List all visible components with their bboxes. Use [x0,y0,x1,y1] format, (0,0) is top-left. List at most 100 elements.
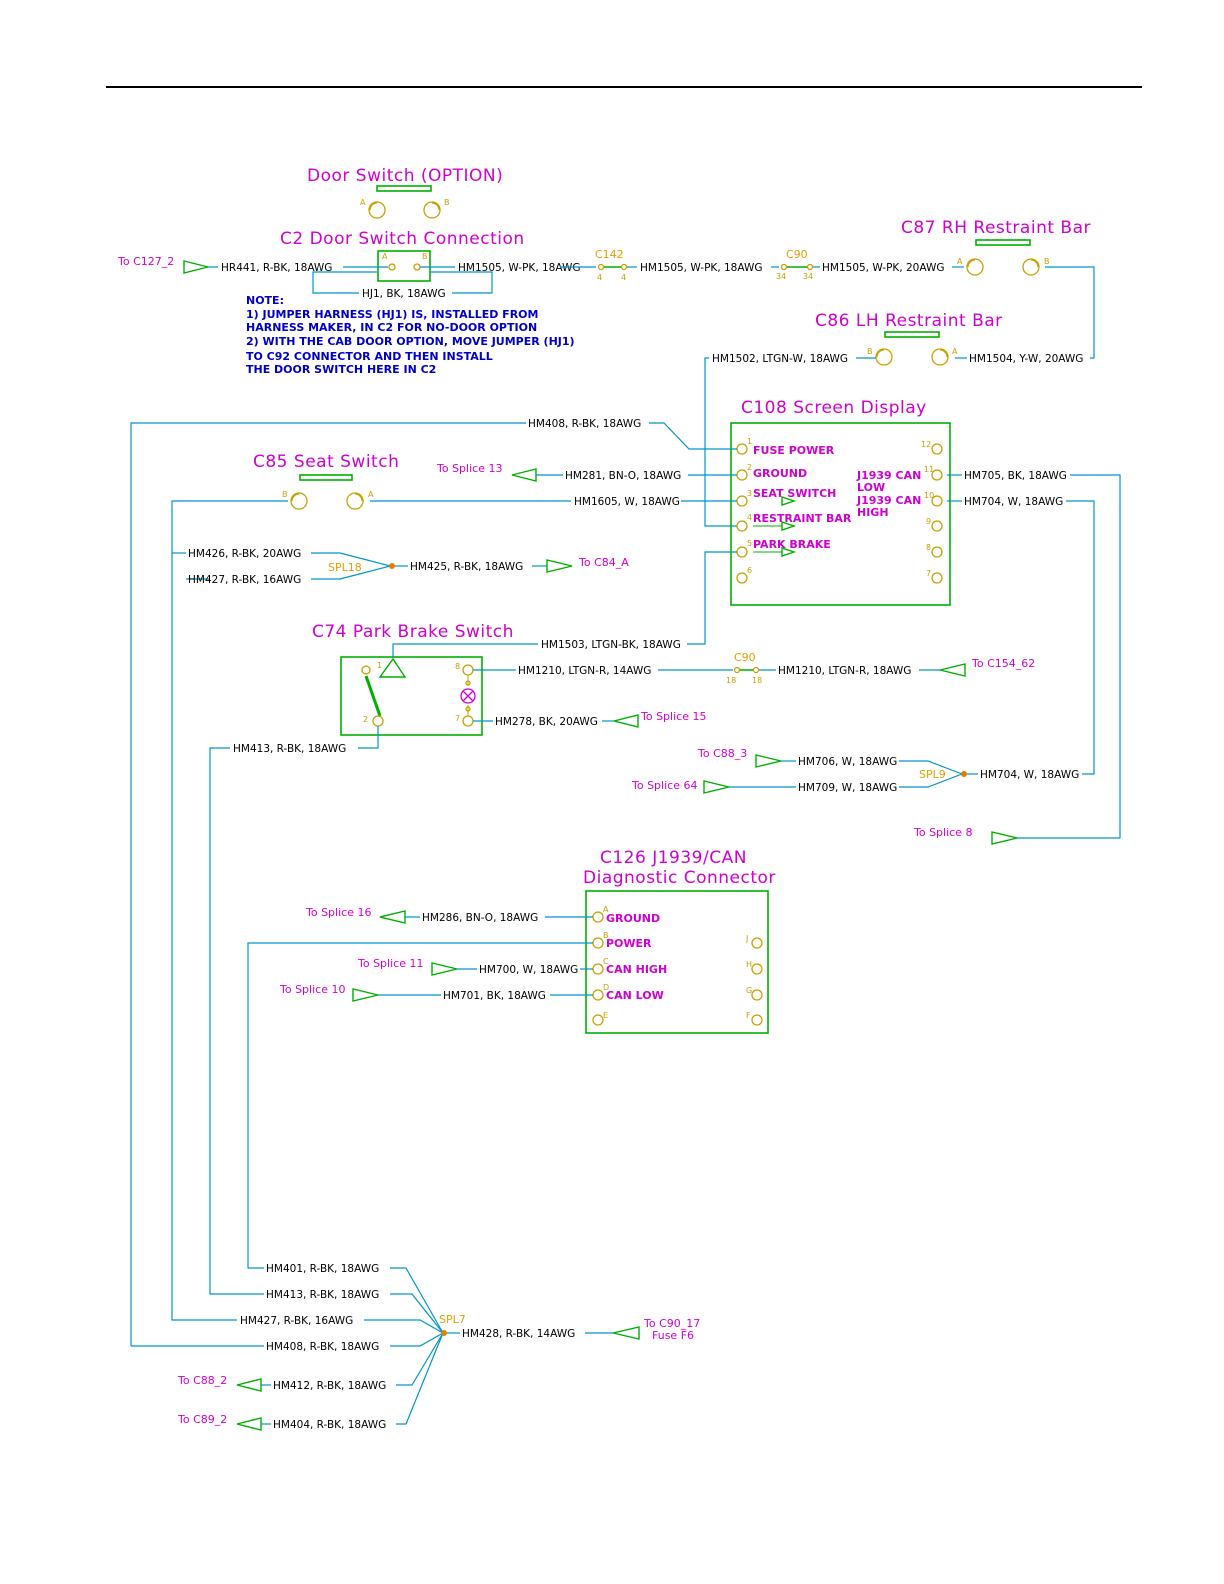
c108-right-pins: 12 11 10 9 8 7 [921,440,943,584]
wire-hm428: HM428, R-BK, 14AWG [462,1328,575,1340]
wire-hm401: HM401, R-BK, 18AWG [266,1263,379,1275]
c90-top-connector: C90 34 34 [776,248,813,281]
svg-text:G: G [746,986,752,995]
c87-pin-a: A [957,257,984,276]
note-block: NOTE: 1) JUMPER HARNESS (HJ1) IS, INSTAL… [246,294,575,376]
svg-text:10: 10 [924,491,934,500]
svg-text:A: A [952,347,958,356]
wire-hm1505-b: HM1505, W-PK, 18AWG [640,262,762,274]
svg-text:1) JUMPER HARNESS (HJ1) IS, IN: 1) JUMPER HARNESS (HJ1) IS, INSTALLED FR… [246,308,538,321]
c86-title: C86 LH Restraint Bar [815,311,1003,331]
svg-text:To C154_62: To C154_62 [971,657,1035,670]
c108-can-high-1: J1939 CAN [856,494,921,507]
svg-text:THE DOOR SWITCH HERE IN C2: THE DOOR SWITCH HERE IN C2 [246,363,436,376]
svg-text:2: 2 [747,463,752,472]
svg-text:4: 4 [621,273,626,282]
to-c88-3-ref: To C88_3 [697,747,782,768]
spl18-node [389,563,395,569]
to-splice8-ref: To Splice 8 [913,826,1018,845]
spl18-label: SPL18 [328,561,362,574]
svg-text:D: D [603,983,609,992]
to-c90-17-ref: To C90_17 Fuse F6 [612,1317,700,1342]
to-c88-2-ref: To C88_2 [177,1374,262,1392]
wire-hm1505-a: HM1505, W-PK, 18AWG [458,262,580,274]
to-c154-ref: To C154_62 [939,657,1035,677]
c126-pin-ground: GROUND [606,912,660,925]
spl7-label: SPL7 [439,1313,466,1326]
wire-hm404: HM404, R-BK, 18AWG [273,1419,386,1431]
c108-pin-restraint-bar: RESTRAINT BAR [753,512,852,525]
svg-text:8: 8 [455,662,460,671]
c126-box [585,890,769,1034]
wire-hm286: HM286, BN-O, 18AWG [422,912,538,924]
svg-text:To C88_3: To C88_3 [697,747,747,760]
svg-text:To C127_2: To C127_2 [117,255,174,268]
svg-text:C: C [603,957,609,966]
wire-hm413-b: HM413, R-BK, 18AWG [266,1289,379,1301]
c74-internals: 1 2 8 7 [361,657,476,727]
to-c84-ref: To C84_A [546,556,629,573]
wire-hm706: HM706, W, 18AWG [798,756,897,768]
wire-hm281: HM281, BN-O, 18AWG [565,470,681,482]
wire-hm425: HM425, R-BK, 18AWG [410,561,523,573]
svg-text:To Splice 64: To Splice 64 [631,779,697,792]
c87-bar [975,239,1031,246]
c85-bar [299,474,353,481]
c126-pin-can-high: CAN HIGH [606,963,667,976]
c108-left-pins: 1 2 3 4 5 6 [736,437,752,584]
to-c127-ref: To C127_2 [117,255,209,274]
door-switch-pin-b: B [423,198,450,219]
c2-connector-box [377,250,431,282]
c87-pin-b: B [1022,257,1050,276]
c108-arrows [753,496,797,557]
to-splice16-ref: To Splice 16 [305,906,406,924]
svg-text:C142: C142 [595,248,624,261]
c2-pin-a-label: A [382,252,388,261]
door-switch-pin-a: A [360,198,386,219]
wire-hm408-a: HM408, R-BK, 18AWG [528,418,641,430]
door-switch-title: Door Switch (OPTION) [307,166,503,186]
svg-text:B: B [444,198,450,207]
wire-hm709: HM709, W, 18AWG [798,782,897,794]
svg-text:B: B [1044,257,1050,266]
c142-connector: C142 4 4 [595,248,628,282]
c85-pin-a: A [346,490,374,510]
svg-text:4: 4 [747,513,752,522]
svg-text:To Splice 10: To Splice 10 [279,983,345,996]
svg-text:B: B [603,931,609,940]
svg-text:B: B [867,347,873,356]
svg-text:To C90_17: To C90_17 [643,1317,700,1330]
c2-title: C2 Door Switch Connection [280,229,525,249]
svg-text:To Splice 8: To Splice 8 [913,826,972,839]
svg-text:1: 1 [747,437,752,446]
c126-title-2: Diagnostic Connector [583,868,776,888]
svg-text:3: 3 [747,489,752,498]
wire-hm426: HM426, R-BK, 20AWG [188,548,301,560]
svg-text:2: 2 [363,715,368,724]
svg-text:18: 18 [726,676,736,685]
spl9-node [961,771,967,777]
c108-pin-seat-switch: SEAT SWITCH [753,487,836,500]
c74-box [340,656,483,736]
svg-text:12: 12 [921,440,931,449]
spl9-label: SPL9 [919,768,946,781]
c86-pin-a: A [931,347,958,366]
to-splice64-ref: To Splice 64 [631,779,730,794]
to-c89-2-ref: To C89_2 [177,1413,262,1431]
svg-text:18: 18 [752,676,762,685]
svg-text:F: F [746,1011,751,1020]
svg-text:To C84_A: To C84_A [578,556,629,569]
wire-hm705: HM705, BK, 18AWG [964,470,1067,482]
c108-pin-ground: GROUND [753,467,807,480]
wire-hm1504: HM1504, Y-W, 20AWG [969,353,1083,365]
wire-hm278: HM278, BK, 20AWG [495,716,598,728]
to-splice10-ref: To Splice 10 [279,983,379,1002]
c86-bar [884,331,940,338]
c126-title-1: C126 J1939/CAN [600,848,747,868]
svg-text:A: A [603,905,609,914]
wire-hm1502: HM1502, LTGN-W, 18AWG [712,353,848,365]
wire-hm1503: HM1503, LTGN-BK, 18AWG [541,639,681,651]
to-splice15-ref: To Splice 15 [613,710,706,728]
svg-text:NOTE:: NOTE: [246,294,284,307]
